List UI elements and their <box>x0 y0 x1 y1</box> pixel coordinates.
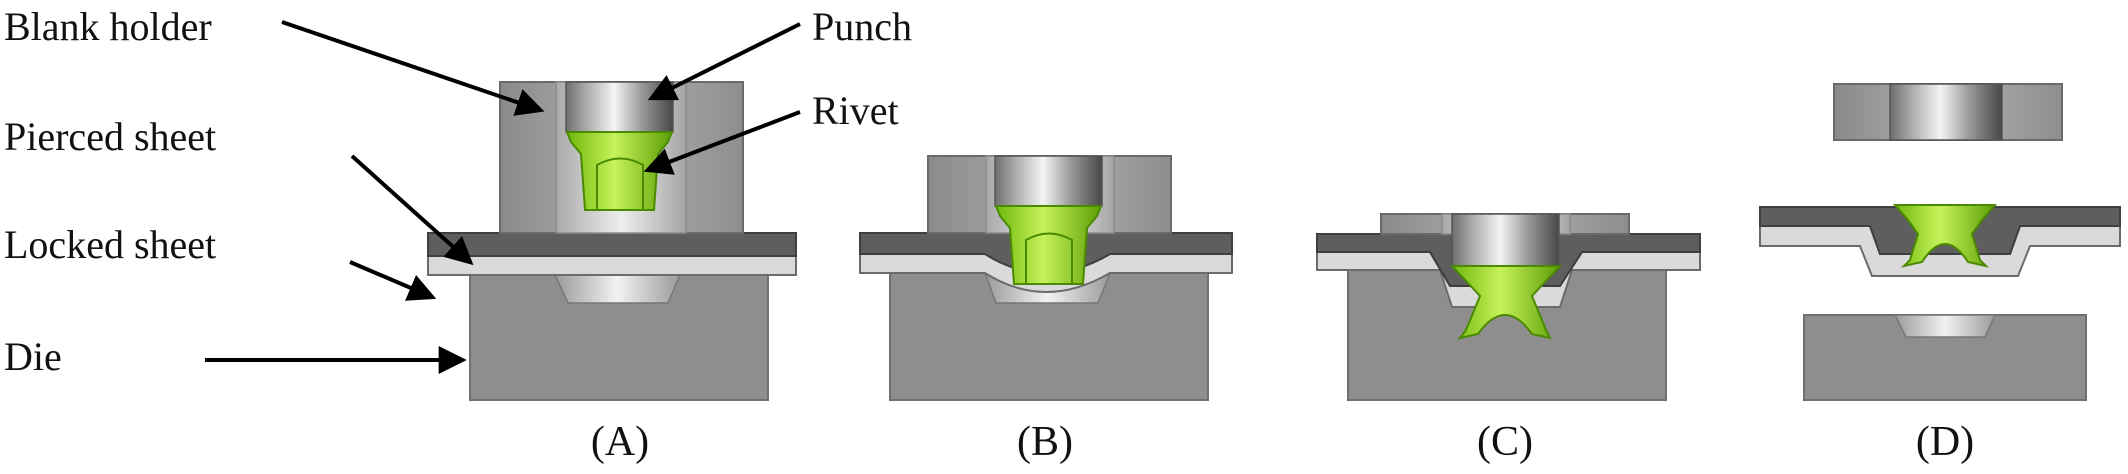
rivet-b-inner <box>1025 232 1073 284</box>
die-cavity-a <box>553 274 682 304</box>
stage-d <box>1759 83 2121 401</box>
arrow-punch <box>647 22 801 101</box>
caption-c: (C) <box>1477 419 1533 465</box>
rivet-c <box>1449 265 1563 340</box>
arrow-locked-sheet <box>349 260 437 301</box>
label-die: Die <box>4 334 62 379</box>
label-pierced-sheet: Pierced sheet <box>4 114 216 159</box>
caption-d: (D) <box>1916 419 1974 465</box>
locked-sheet-a <box>427 255 797 276</box>
label-punch: Punch <box>812 4 912 49</box>
punch-a <box>565 81 674 133</box>
caption-b: (B) <box>1017 419 1073 465</box>
die-cavity-d <box>1893 314 1997 338</box>
arrow-rivet <box>643 110 801 175</box>
punch-c <box>1451 213 1560 267</box>
caption-a: (A) <box>591 419 649 465</box>
pierced-sheet-a <box>427 232 797 257</box>
stage-b <box>859 155 1233 401</box>
stage-a <box>427 81 797 401</box>
rivet-b <box>994 205 1103 285</box>
label-locked-sheet: Locked sheet <box>4 222 216 267</box>
stage-c <box>1316 213 1701 401</box>
rivet-a-inner <box>596 157 644 210</box>
punch-b <box>994 155 1103 207</box>
arrow-blank-holder <box>281 20 545 116</box>
arrow-pierced-sheet <box>350 154 474 266</box>
label-blank-holder: Blank holder <box>4 4 212 49</box>
rivet-d <box>1892 204 1998 268</box>
punch-d <box>1889 83 2003 141</box>
label-rivet: Rivet <box>812 88 899 133</box>
